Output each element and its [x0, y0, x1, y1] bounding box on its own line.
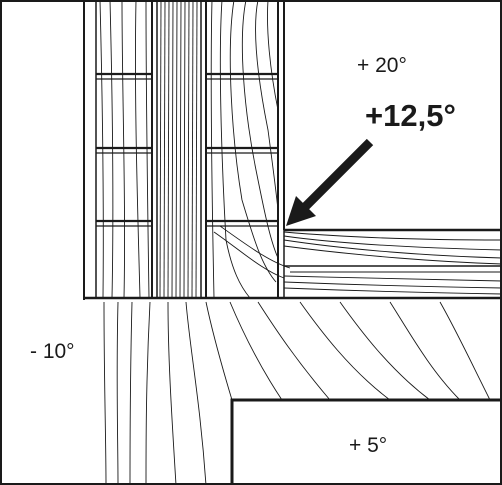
- surface-temp-label: +12,5°: [365, 98, 456, 133]
- floor-slab: [283, 228, 502, 298]
- lower-room-temp-label: + 5°: [349, 434, 387, 457]
- isotherms: [99, 0, 502, 485]
- room-temp-label: + 20°: [357, 54, 407, 77]
- outside-temp-label: - 10°: [30, 340, 75, 363]
- arrow: [286, 138, 374, 226]
- wall-section: [83, 0, 502, 300]
